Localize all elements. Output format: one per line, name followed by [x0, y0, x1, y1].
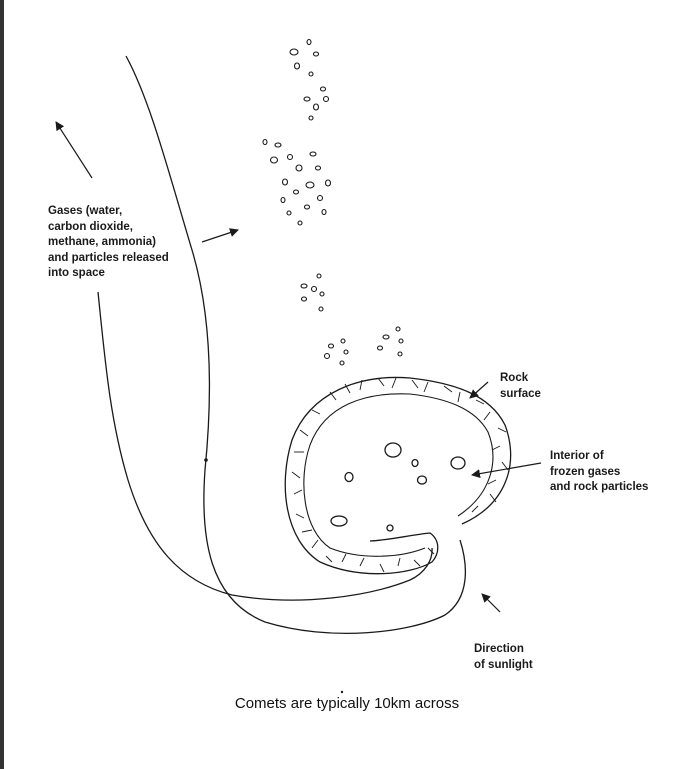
coma-inner-outline [98, 292, 432, 600]
rock-surface-arrow [470, 382, 488, 398]
released-particles [263, 40, 403, 366]
rock-surface-label: Rock surface [500, 371, 541, 402]
interior-arrow [472, 463, 541, 475]
stray-dot [341, 691, 343, 693]
tail-direction-arrow [56, 122, 92, 178]
diagram-caption: Comets are typically 10km across [0, 695, 694, 712]
sunlight-arrow [482, 594, 500, 612]
interior-particles [331, 443, 465, 531]
interior-label: Interior of frozen gases and rock partic… [550, 449, 648, 496]
gases-label: Gases (water, carbon dioxide, methane, a… [48, 204, 169, 282]
rock-crust-inner [304, 394, 493, 556]
gases-arrow [202, 230, 238, 242]
stray-dot [204, 458, 208, 462]
sunlight-label: Direction of sunlight [474, 642, 533, 673]
coma-outer-outline [126, 56, 465, 633]
rock-crust-outer [285, 377, 510, 573]
